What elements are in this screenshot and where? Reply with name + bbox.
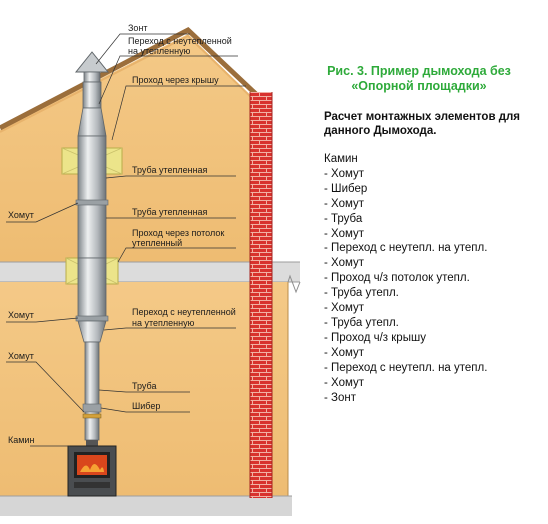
list-item: - Переход с неутепл. на утепл. [324,361,488,374]
list-item: - Проход ч/з потолок утепл. [324,272,470,285]
room-wall [0,282,288,498]
insulated-pipe-lower [77,257,107,321]
calc-heading: Расчет монтажных элементов для данного Д… [324,111,521,137]
list-item: - Зонт [324,391,356,404]
label-damper: Шибер [132,401,160,411]
label-transition-top: Переход с неутепленной [128,36,232,46]
insulated-pipe-upper [77,135,107,259]
damper [82,403,102,413]
list-item: - Переход с неутепл. на утепл. [324,242,488,255]
label-roof-pass: Проход через крышу [132,75,219,85]
list-item: - Труба утепл. [324,287,399,300]
list-item: - Проход ч/з крышу [324,331,426,344]
list-item: - Хомут [324,227,365,240]
list-item: - Хомут [324,346,365,359]
list-item: - Шибер [324,182,368,195]
label-transition-low: Переход с неутепленной [132,307,236,317]
brick-column [250,92,272,498]
lower-transition [77,320,107,343]
list-item: - Хомут [324,257,365,270]
roof-wall [0,34,250,262]
upper-transition [77,107,107,137]
parts-list: Камин - Хомут - Шибер - Хомут - Труба - Хомут… [324,152,546,405]
list-item: - Хомут [324,302,365,315]
label-pipe-insulated-1: Труба утепленная [132,165,208,175]
label-transition-top-2: на утепленную [128,46,191,56]
label-zont: Зонт [128,23,148,33]
list-item: - Хомут [324,167,365,180]
list-item: - Хомут [324,197,365,210]
list-item: - Труба [324,212,363,225]
floor [0,496,292,516]
label-clamp-3: Хомут [8,351,34,361]
roof-edge [0,26,260,131]
side-panel: Рис. 3. Пример дымохода без «Опорной пло… [324,64,546,405]
pipe [84,341,100,441]
label-fireplace: Камин [8,435,34,445]
label-clamp-2: Хомут [8,310,34,320]
label-pipe: Труба [132,381,156,391]
label-transition-low-2: на утепленную [132,318,195,328]
label-ceiling-pass: Проход через потолок [132,228,224,238]
list-item: Камин [324,153,358,165]
fireplace [67,440,117,497]
label-ceiling-pass-2: утепленный [132,238,182,248]
list-item: - Труба утепл. [324,316,399,329]
figure-title: Рис. 3. Пример дымохода без «Опорной пло… [327,64,511,93]
label-clamp-1: Хомут [8,210,34,220]
label-pipe-insulated-2: Труба утепленная [132,207,208,217]
list-item: - Хомут [324,376,365,389]
